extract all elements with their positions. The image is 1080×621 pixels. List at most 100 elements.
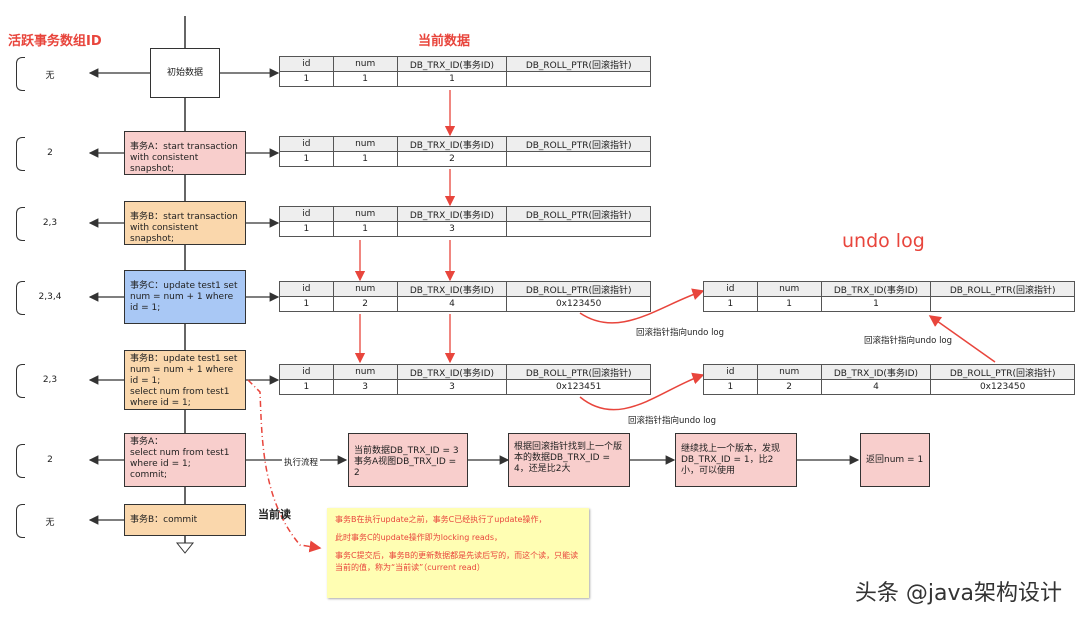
flow-box-2: 根据回滚指针找到上一个版本的数据DB_TRX_ID = 4，还是比2大 — [508, 433, 630, 487]
bracket-1 — [16, 137, 25, 171]
pointer-label-2: 回滚指针指向undo log — [628, 416, 717, 426]
bracket-4 — [16, 364, 25, 398]
active-ids-6: 无 — [45, 518, 55, 528]
cell: 1 — [332, 71, 398, 87]
active-ids-5: 2 — [47, 455, 53, 465]
col-num: num — [332, 281, 398, 297]
cell — [506, 71, 651, 87]
bracket-0 — [16, 57, 25, 91]
txn-b-start-box: 事务B：start transaction with consistent sn… — [124, 201, 246, 245]
cell: 1 — [332, 221, 398, 237]
col-roll: DB_ROLL_PTR(回滚指针) — [506, 56, 651, 72]
flow-label: 执行流程 — [282, 456, 321, 468]
txn-c-update-box: 事务C：update test1 set num = num + 1 where… — [124, 270, 246, 324]
active-ids-3: 2,3,4 — [38, 292, 62, 302]
col-trx: DB_TRX_ID(事务ID) — [396, 56, 508, 72]
active-ids-2: 2,3 — [42, 218, 58, 228]
txn-b-commit-box: 事务B：commit — [124, 504, 246, 536]
cell: 1 — [279, 379, 334, 395]
col-roll: DB_ROLL_PTR(回滚指针) — [506, 281, 651, 297]
pointer-label-1: 回滚指针指向undo log — [636, 328, 725, 338]
note-line-3: 事务C提交后，事务B的更新数据都是先读后写的，而这个读，只能读当前的值，称为“当… — [335, 551, 579, 572]
cell: 2 — [756, 379, 822, 395]
cell: 4 — [396, 296, 508, 312]
cell: 1 — [396, 71, 508, 87]
col-roll: DB_ROLL_PTR(回滚指针) — [930, 364, 1075, 380]
flow-box-1: 当前数据DB_TRX_ID = 3 事务A视图DB_TRX_ID = 2 — [348, 433, 468, 487]
flow-box-4: 返回num = 1 — [860, 433, 930, 487]
bracket-5 — [16, 444, 25, 478]
cell: 0x123450 — [506, 296, 651, 312]
cell: 3 — [332, 379, 398, 395]
initial-data-box: 初始数据 — [150, 48, 220, 98]
col-num: num — [332, 136, 398, 152]
cell: 3 — [396, 379, 508, 395]
cell: 1 — [820, 296, 932, 312]
col-trx: DB_TRX_ID(事务ID) — [396, 281, 508, 297]
col-id: id — [279, 56, 334, 72]
col-trx: DB_TRX_ID(事务ID) — [820, 281, 932, 297]
cell — [506, 221, 651, 237]
txn-b-update-box: 事务B：update test1 set num = num + 1 where… — [124, 350, 246, 410]
cell: 1 — [279, 151, 334, 167]
cell: 2 — [396, 151, 508, 167]
cell: 1 — [279, 71, 334, 87]
cell: 1 — [703, 379, 758, 395]
cell: 4 — [820, 379, 932, 395]
note-line-2: 此时事务C的update操作即为locking reads， — [335, 533, 503, 542]
col-id: id — [703, 364, 758, 380]
watermark: 头条 @java架构设计 — [854, 581, 1062, 606]
cell: 3 — [396, 221, 508, 237]
active-ids-0: 无 — [45, 71, 55, 81]
current-data-heading: 当前数据 — [418, 34, 471, 49]
col-id: id — [279, 281, 334, 297]
col-id: id — [279, 136, 334, 152]
txn-a-select-box: 事务A： select num from test1 where id = 1;… — [124, 433, 246, 487]
cell: 1 — [279, 296, 334, 312]
cell: 0x123450 — [930, 379, 1075, 395]
cell: 1 — [703, 296, 758, 312]
undo-log-heading: undo log — [842, 230, 925, 252]
col-trx: DB_TRX_ID(事务ID) — [396, 364, 508, 380]
bracket-2 — [16, 207, 25, 241]
col-trx: DB_TRX_ID(事务ID) — [396, 206, 508, 222]
cell: 1 — [332, 151, 398, 167]
bracket-3 — [16, 281, 25, 315]
txn-a-start-box: 事务A：start transaction with consistent sn… — [124, 131, 246, 175]
cell: 0x123451 — [506, 379, 651, 395]
col-roll: DB_ROLL_PTR(回滚指针) — [506, 136, 651, 152]
col-trx: DB_TRX_ID(事务ID) — [396, 136, 508, 152]
cell: 2 — [332, 296, 398, 312]
timeline-arrow-icon — [175, 542, 195, 554]
cell — [506, 151, 651, 167]
col-trx: DB_TRX_ID(事务ID) — [820, 364, 932, 380]
cell: 1 — [279, 221, 334, 237]
bracket-6 — [16, 504, 25, 538]
pointer-label-3: 回滚指针指向undo log — [864, 336, 953, 346]
explanation-note: 事务B在执行update之前，事务C已经执行了update操作， 此时事务C的u… — [327, 508, 589, 598]
cell — [930, 296, 1075, 312]
col-roll: DB_ROLL_PTR(回滚指针) — [506, 206, 651, 222]
current-read-connector — [247, 379, 322, 553]
active-ids-1: 2 — [47, 148, 53, 158]
col-num: num — [332, 56, 398, 72]
col-num: num — [756, 364, 822, 380]
col-roll: DB_ROLL_PTR(回滚指针) — [930, 281, 1075, 297]
col-num: num — [332, 206, 398, 222]
col-num: num — [756, 281, 822, 297]
col-id: id — [279, 206, 334, 222]
cell: 1 — [756, 296, 822, 312]
active-ids-4: 2,3 — [42, 375, 58, 385]
active-ids-heading: 活跃事务数组ID — [8, 34, 102, 49]
col-id: id — [279, 364, 334, 380]
flow-box-3: 继续找上一个版本，发现DB_TRX_ID = 1，比2小，可以使用 — [675, 433, 797, 487]
note-line-1: 事务B在执行update之前，事务C已经执行了update操作， — [335, 515, 547, 524]
current-read-label: 当前读 — [258, 508, 291, 521]
col-roll: DB_ROLL_PTR(回滚指针) — [506, 364, 651, 380]
